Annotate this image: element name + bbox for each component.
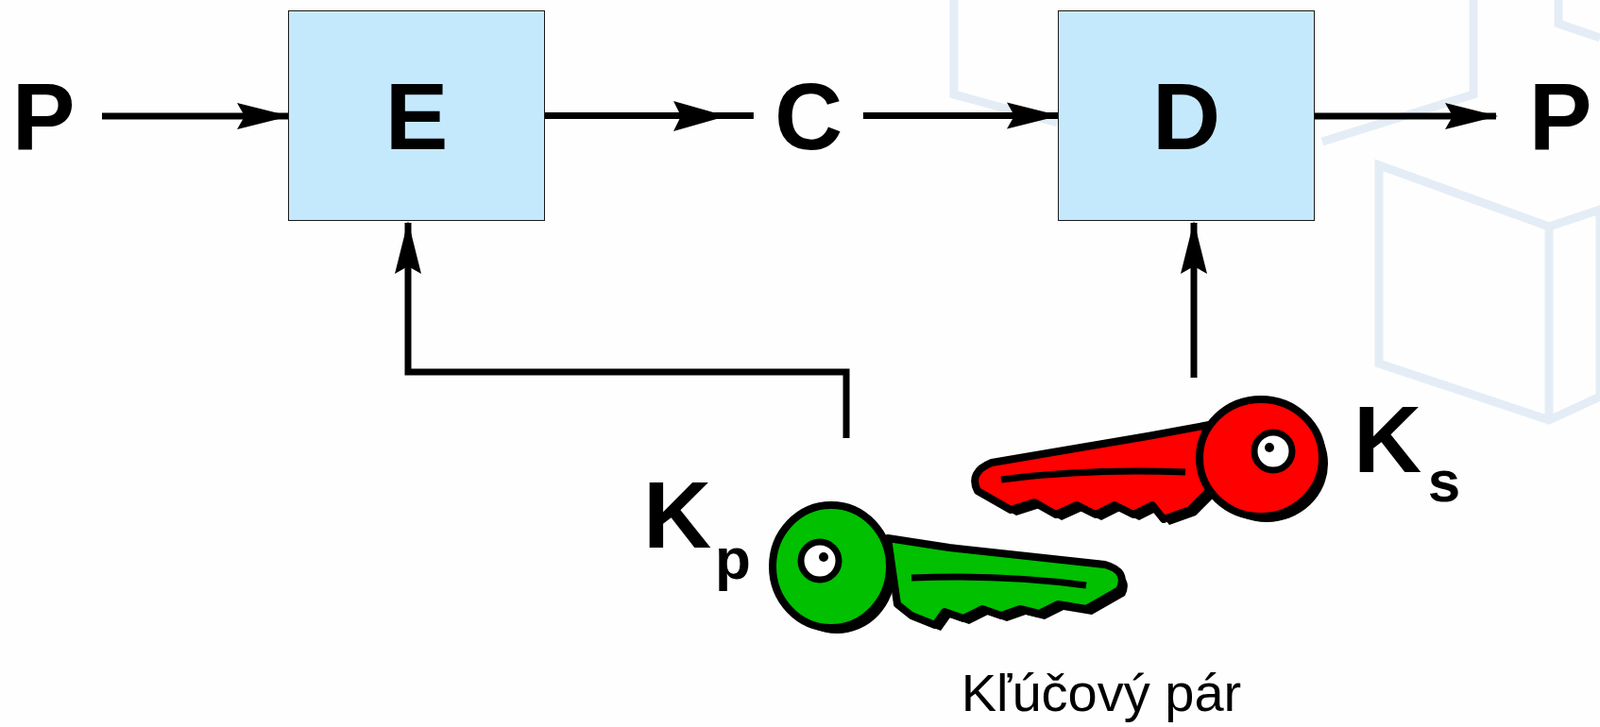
key-hole-dot (1264, 442, 1275, 453)
key-subscript: p (714, 529, 751, 589)
key-hole-dot (818, 552, 829, 562)
green-key (772, 505, 1128, 634)
public-key-arrow (408, 222, 847, 439)
input-arrow (102, 113, 289, 120)
watermark-line (1322, 0, 1474, 142)
key-shaft (887, 538, 1123, 626)
encrypt-box: E (288, 10, 545, 222)
key-symbol: K (1353, 391, 1422, 487)
key-hole (800, 542, 839, 580)
key-symbol: K (643, 467, 712, 562)
key-bow (1199, 399, 1323, 517)
box-letter: D (1152, 68, 1221, 164)
decrypt-box: D (1057, 10, 1315, 222)
key-hole (1254, 432, 1293, 471)
ciphertext-label: C (753, 68, 864, 164)
plaintext-label: P (12, 68, 76, 164)
key-slot (1001, 471, 1186, 480)
watermark-line (953, 0, 1058, 123)
watermark-line (1545, 226, 1554, 421)
box-letter: E (385, 68, 449, 164)
plaintext-label: P (1529, 68, 1593, 164)
watermark-line (1558, 0, 1600, 38)
key-subscript: s (1428, 452, 1461, 511)
watermark-cube (953, 0, 1600, 421)
red-key (974, 399, 1328, 526)
caption-label: Kľúčový pár (961, 666, 1242, 720)
watermark-cube-face (1378, 165, 1600, 421)
key-slot (911, 577, 1087, 586)
key-shaft (974, 425, 1209, 520)
key-bow (772, 505, 890, 629)
output-arrow (1314, 113, 1497, 120)
secret-key-arrow (1191, 222, 1198, 378)
